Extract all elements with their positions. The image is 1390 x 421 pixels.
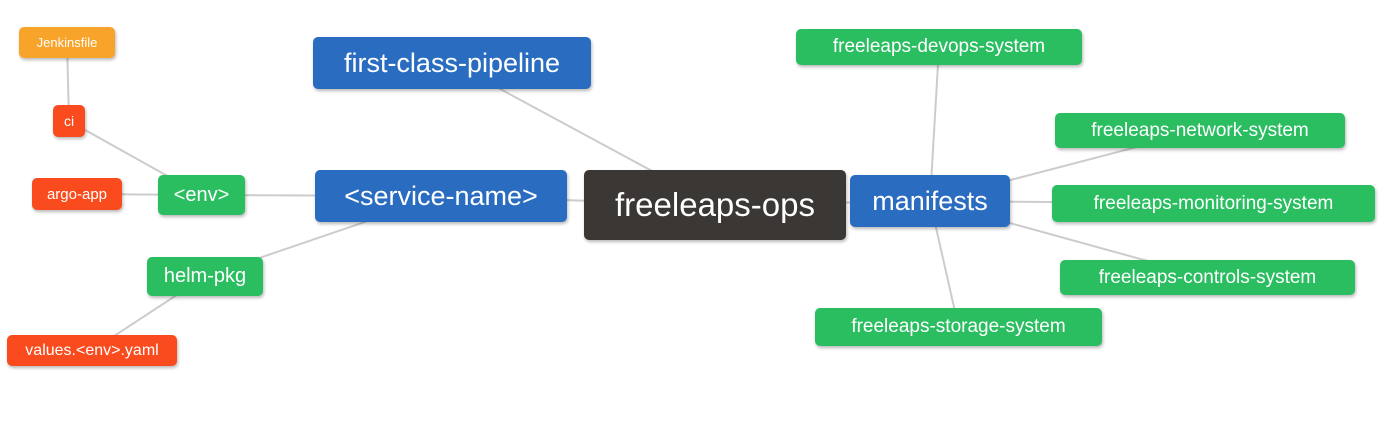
node-jenkinsfile[interactable]: Jenkinsfile — [19, 27, 115, 58]
node-env[interactable]: <env> — [158, 175, 245, 215]
node-argo-app[interactable]: argo-app — [32, 178, 122, 210]
node-manifests[interactable]: manifests — [850, 175, 1010, 227]
node-freeleaps-network-system[interactable]: freeleaps-network-system — [1055, 113, 1345, 148]
node-ci[interactable]: ci — [53, 105, 85, 137]
node-freeleaps-monitoring-system[interactable]: freeleaps-monitoring-system — [1052, 185, 1375, 222]
node-first-class-pipeline[interactable]: first-class-pipeline — [313, 37, 591, 89]
node-service-name[interactable]: <service-name> — [315, 170, 567, 222]
node-freeleaps-controls-system[interactable]: freeleaps-controls-system — [1060, 260, 1355, 295]
node-values-env-yaml[interactable]: values.<env>.yaml — [7, 335, 177, 366]
node-freeleaps-devops-system[interactable]: freeleaps-devops-system — [796, 29, 1082, 65]
node-helm-pkg[interactable]: helm-pkg — [147, 257, 263, 296]
node-freeleaps-storage-system[interactable]: freeleaps-storage-system — [815, 308, 1102, 346]
node-freeleaps-ops[interactable]: freeleaps-ops — [584, 170, 846, 240]
